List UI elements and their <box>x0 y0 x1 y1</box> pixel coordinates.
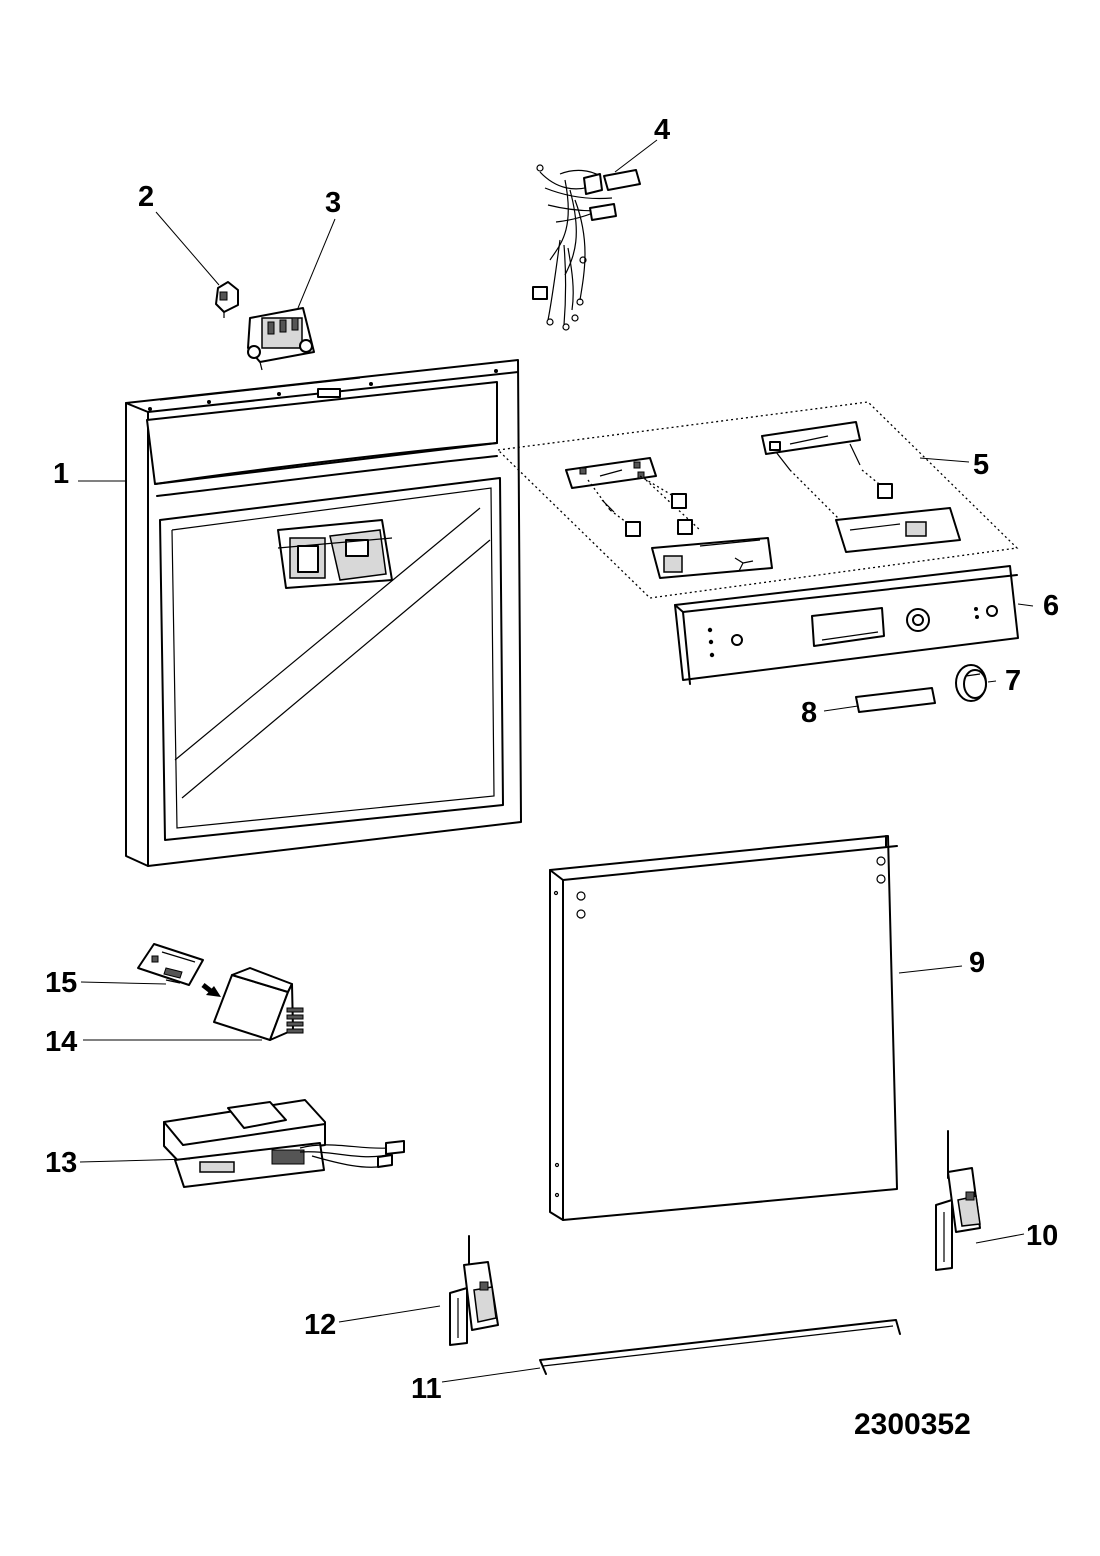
part-15-label-card <box>137 943 204 986</box>
callout-3: 3 <box>325 187 341 219</box>
callout-12: 12 <box>304 1309 336 1341</box>
callout-10: 10 <box>1026 1220 1058 1252</box>
part-6-control-panel <box>674 565 1019 685</box>
leader-lines <box>78 139 1034 1383</box>
arrow-icon <box>201 983 221 997</box>
callout-11: 11 <box>411 1373 442 1405</box>
part-5-electronic-modules <box>496 401 1019 599</box>
callout-labels: 1 2 3 4 5 6 7 8 9 10 11 12 13 14 15 <box>45 114 1059 1405</box>
part-11-rod <box>539 1319 901 1375</box>
callout-4: 4 <box>654 114 670 146</box>
callout-5: 5 <box>973 449 989 481</box>
part-3-door-lock <box>247 307 315 371</box>
part-10-hinge-right <box>935 1130 981 1271</box>
callout-2: 2 <box>138 181 154 213</box>
callout-8: 8 <box>801 697 817 729</box>
part-14-module-box <box>213 967 304 1041</box>
part-7-knob <box>955 664 987 702</box>
callout-15: 15 <box>45 967 77 999</box>
part-4-wiring-harness <box>532 164 641 331</box>
callout-9: 9 <box>969 947 985 979</box>
part-2-latch-component <box>215 281 239 318</box>
part-12-hinge-left <box>449 1235 499 1346</box>
drawing-number: 2300352 <box>854 1408 971 1441</box>
callout-13: 13 <box>45 1147 77 1179</box>
part-9-outer-door <box>549 835 898 1221</box>
callout-7: 7 <box>1005 665 1021 697</box>
part-13-electronic-board <box>163 1099 405 1188</box>
part-8-strip <box>855 687 936 713</box>
detergent-dispenser <box>277 519 393 589</box>
callout-6: 6 <box>1043 590 1059 622</box>
callout-1: 1 <box>53 458 69 490</box>
part-1-inner-door <box>125 359 522 867</box>
callout-14: 14 <box>45 1026 77 1058</box>
